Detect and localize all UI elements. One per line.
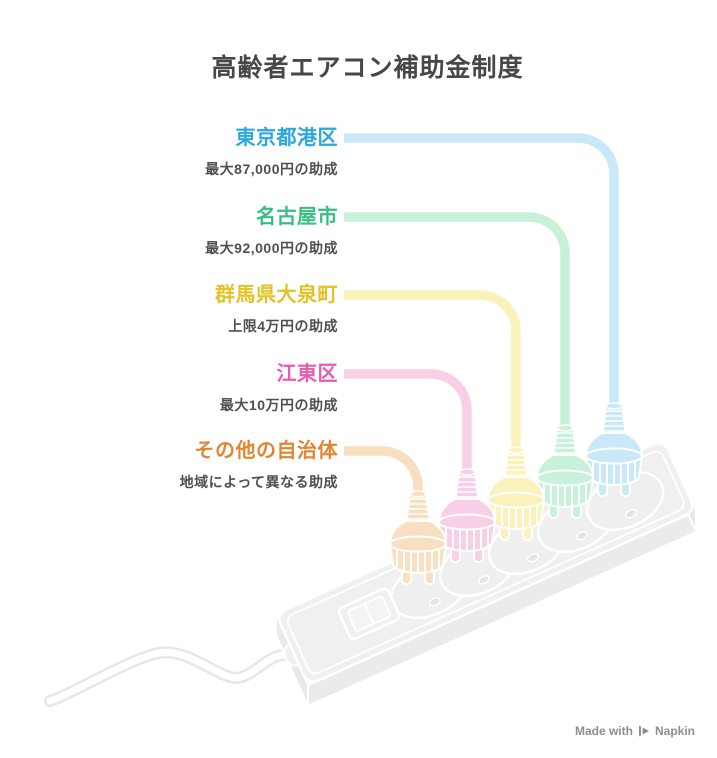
napkin-logo-icon	[638, 725, 649, 737]
switch-divider	[363, 603, 375, 625]
municipality-label: 江東区	[276, 363, 338, 385]
municipality-label: 群馬県大泉町	[215, 284, 338, 306]
page-title: 高齢者エアコン補助金制度	[211, 54, 524, 82]
plug-koto	[438, 468, 496, 563]
label-group-minato: 東京都港区 最大87,000円の助成	[205, 128, 338, 176]
watermark-prefix: Made with	[574, 724, 633, 738]
plug-others	[389, 490, 447, 585]
cable-others	[344, 446, 423, 497]
cables	[344, 130, 622, 497]
subsidy-desc: 上限4万円の助成	[228, 318, 338, 334]
label-group-oizumi: 群馬県大泉町 上限4万円の助成	[215, 285, 338, 333]
socket-hole	[477, 575, 490, 585]
cable-nagoya	[344, 212, 570, 431]
power-switch	[337, 587, 401, 641]
plug-oizumi	[487, 446, 545, 541]
subsidy-desc: 最大92,000円の助成	[205, 240, 338, 256]
socket-hole	[526, 553, 539, 563]
power-cord	[44, 646, 298, 707]
cable-koto	[344, 369, 472, 475]
plug-nagoya	[536, 424, 594, 519]
municipality-label: 名古屋市	[256, 206, 338, 228]
cord-core	[46, 648, 296, 705]
power-strip	[275, 439, 697, 707]
socket-hole	[624, 509, 637, 519]
cable-casing	[344, 209, 573, 431]
plug-minato	[585, 402, 643, 497]
cable-oizumi	[344, 290, 521, 453]
cable-minato	[344, 133, 619, 409]
socket-hole	[428, 597, 441, 607]
subsidy-desc: 最大10万円の助成	[219, 397, 338, 413]
cord-outline	[44, 646, 298, 707]
subsidy-desc: 最大87,000円の助成	[205, 161, 338, 177]
watermark: Made with Napkin	[575, 724, 695, 738]
municipality-label: その他の自治体	[194, 440, 338, 462]
label-group-nagoya: 名古屋市 最大92,000円の助成	[205, 207, 338, 255]
label-group-koto: 江東区 最大10万円の助成	[220, 364, 338, 412]
watermark-brand: Napkin	[654, 724, 695, 738]
subsidy-desc: 地域によって異なる助成	[179, 474, 338, 490]
label-group-others: その他の自治体 地域によって異なる助成	[180, 441, 338, 489]
municipality-label: 東京都港区	[235, 127, 338, 149]
socket-hole	[575, 531, 588, 541]
